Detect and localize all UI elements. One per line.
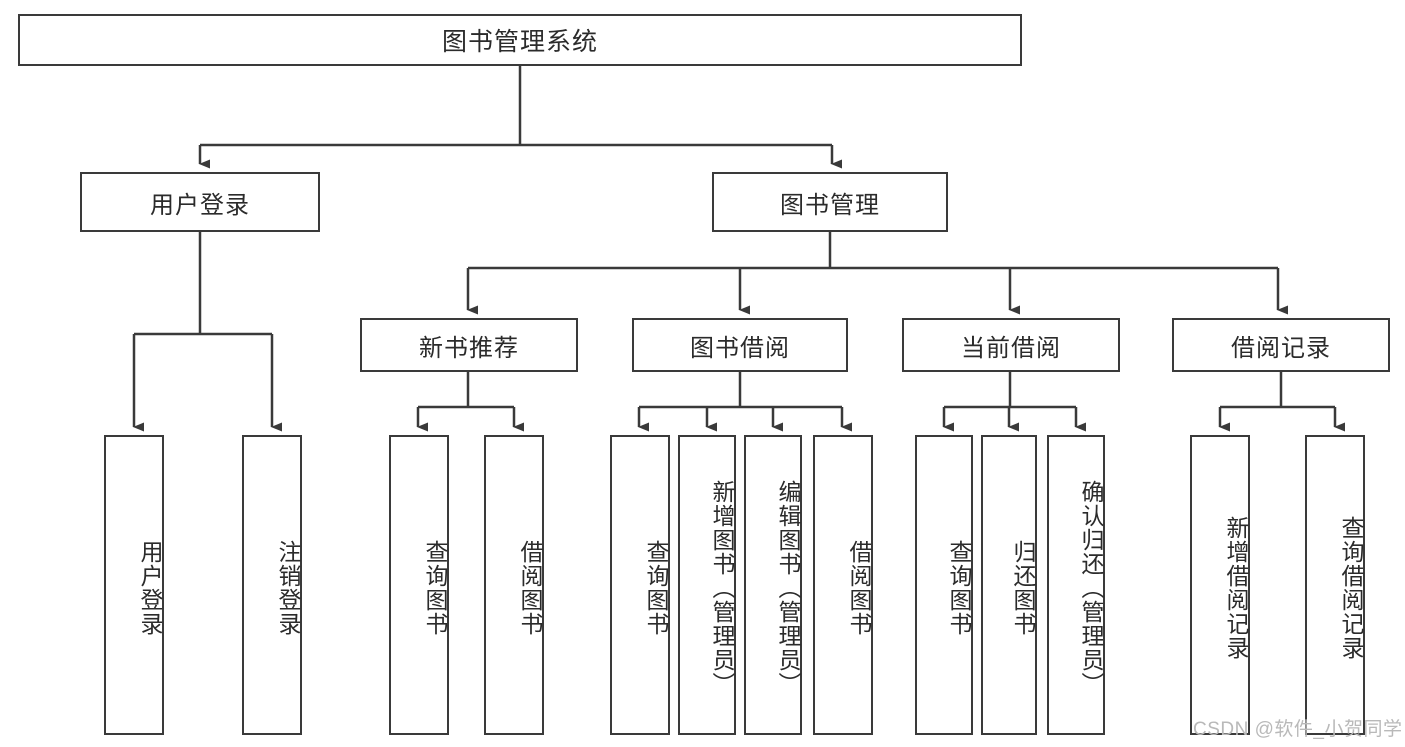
node-label: 借阅图书 xyxy=(517,540,543,636)
node-new-book-recommend[interactable]: 新书推荐 xyxy=(360,318,578,372)
node-label: 编辑图书（管理员） xyxy=(775,480,801,696)
node-label: 借阅图书 xyxy=(846,540,872,636)
node-label: 当前借阅 xyxy=(961,334,1061,362)
node-label: 借阅记录 xyxy=(1231,334,1331,362)
node-user-login[interactable]: 用户登录 xyxy=(80,172,320,232)
node-label: 查询借阅记录 xyxy=(1338,516,1364,660)
node-label: 图书管理系统 xyxy=(441,28,598,56)
node-leaf-borrow-book-recommend[interactable]: 借阅图书 xyxy=(484,435,544,735)
node-label: 查询图书 xyxy=(422,540,448,636)
node-label: 新增图书（管理员） xyxy=(709,480,735,696)
node-label: 归还图书 xyxy=(1010,540,1036,636)
node-leaf-logout[interactable]: 注销登录 xyxy=(242,435,302,735)
node-book-borrow[interactable]: 图书借阅 xyxy=(632,318,848,372)
node-leaf-add-borrow-record[interactable]: 新增借阅记录 xyxy=(1190,435,1250,735)
node-label: 确认归还（管理员） xyxy=(1078,480,1104,696)
node-book-management[interactable]: 图书管理 xyxy=(712,172,948,232)
node-root-book-management-system[interactable]: 图书管理系统 xyxy=(18,14,1022,66)
node-label: 注销登录 xyxy=(275,540,301,636)
node-label: 查询图书 xyxy=(643,540,669,636)
node-label: 图书管理 xyxy=(780,191,880,219)
node-label: 用户登录 xyxy=(150,191,250,219)
node-leaf-query-borrow-record[interactable]: 查询借阅记录 xyxy=(1305,435,1365,735)
node-current-borrow[interactable]: 当前借阅 xyxy=(902,318,1120,372)
node-leaf-query-book-current[interactable]: 查询图书 xyxy=(915,435,973,735)
csdn-watermark: CSDN @软件_小贺同学 xyxy=(1193,719,1403,740)
node-label: 图书借阅 xyxy=(690,334,790,362)
node-label: 新增借阅记录 xyxy=(1223,516,1249,660)
node-label: 新书推荐 xyxy=(419,334,519,362)
node-leaf-borrow-book[interactable]: 借阅图书 xyxy=(813,435,873,735)
node-label: 用户登录 xyxy=(137,540,163,636)
node-leaf-user-login[interactable]: 用户登录 xyxy=(104,435,164,735)
node-label: 查询图书 xyxy=(946,540,972,636)
node-leaf-query-book-borrow[interactable]: 查询图书 xyxy=(610,435,670,735)
node-leaf-edit-book-admin[interactable]: 编辑图书（管理员） xyxy=(744,435,802,735)
node-borrow-record[interactable]: 借阅记录 xyxy=(1172,318,1390,372)
node-leaf-return-book[interactable]: 归还图书 xyxy=(981,435,1037,735)
node-leaf-query-book-recommend[interactable]: 查询图书 xyxy=(389,435,449,735)
node-leaf-confirm-return-admin[interactable]: 确认归还（管理员） xyxy=(1047,435,1105,735)
node-leaf-add-book-admin[interactable]: 新增图书（管理员） xyxy=(678,435,736,735)
